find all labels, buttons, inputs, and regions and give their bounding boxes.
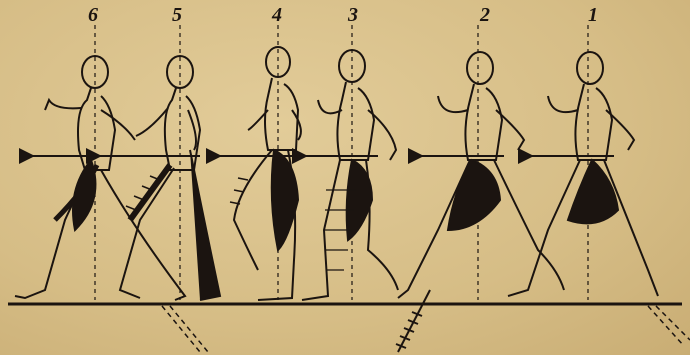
runner-figure-5: [100, 25, 220, 300]
runner-figure-6: [15, 25, 185, 300]
runner-figure-3: [302, 25, 398, 300]
ground-projection-lines: [162, 306, 690, 352]
runner-figure-1: [508, 25, 658, 300]
runner-figure-4: [220, 25, 302, 300]
force-line-figure-2: [396, 290, 430, 352]
